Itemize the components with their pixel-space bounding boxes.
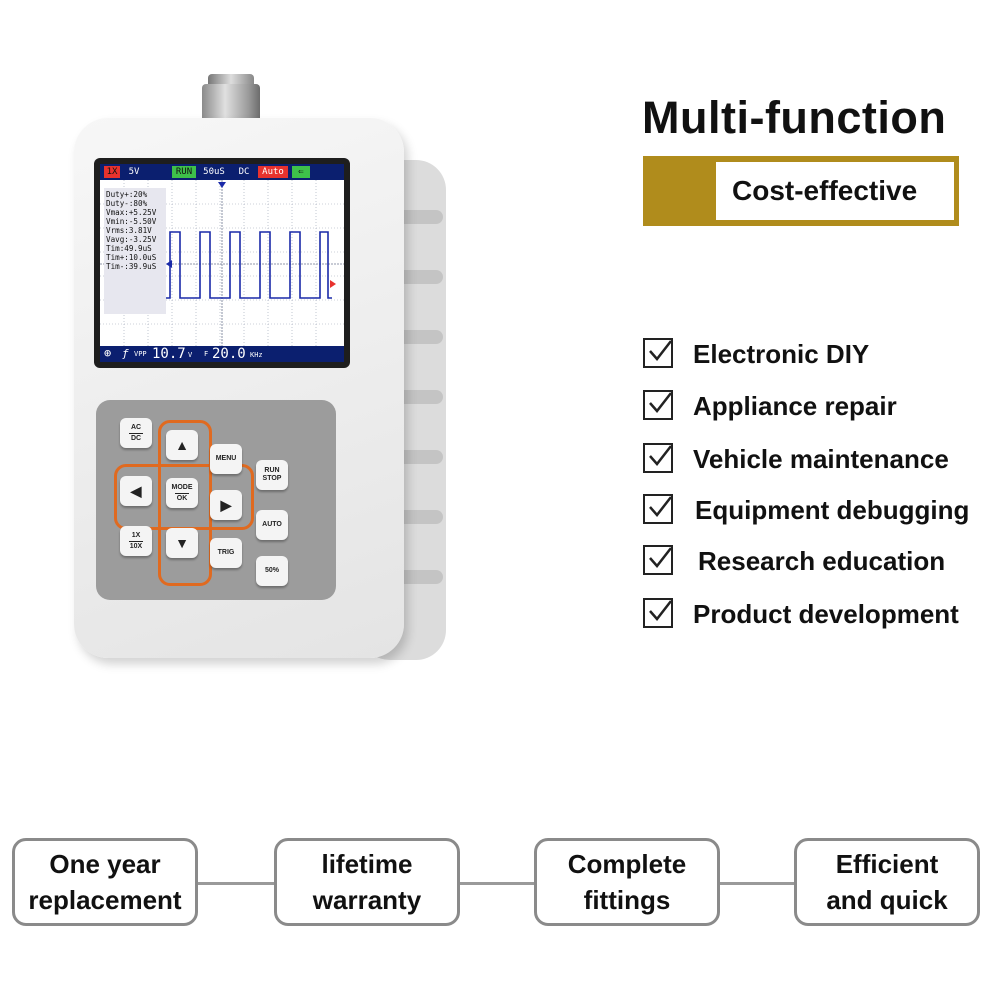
right-button[interactable]: ▶	[210, 490, 242, 520]
coupling-badge: DC	[238, 167, 250, 177]
run-state-badge: RUN	[172, 166, 196, 178]
feature-label: Equipment debugging	[695, 495, 970, 525]
vpp-value: 10.7	[152, 346, 186, 362]
benefit-box: Efficient and quick	[794, 838, 980, 926]
measurement-line: Tim:49.9uS	[106, 244, 152, 253]
connector-line	[720, 882, 794, 885]
vpp-unit: V	[188, 351, 193, 359]
trig-button[interactable]: TRIG	[210, 538, 242, 568]
subheadline-box	[716, 162, 954, 220]
checkbox-icon	[643, 598, 673, 628]
down-button[interactable]: ▼	[166, 528, 198, 558]
volts-div-badge: 5V	[128, 167, 140, 177]
freq-value: 20.0	[212, 346, 246, 362]
measurement-line: Vmin:-5.50V	[106, 217, 157, 226]
probe-1x-10x-button[interactable]: 1X 10X	[120, 526, 152, 556]
measurement-line: Duty+:20%	[106, 190, 148, 199]
feature-label: Electronic DIY	[693, 339, 870, 369]
key-label: OK	[176, 494, 188, 502]
key-label: 50%	[264, 567, 279, 574]
checkbox-icon	[643, 545, 673, 575]
up-arrow-icon: ▲	[175, 437, 189, 453]
benefit-line: warranty	[312, 885, 422, 915]
benefit-line: lifetime	[321, 849, 413, 879]
key-label: AUTO	[262, 521, 282, 528]
fifty-percent-button[interactable]: 50%	[256, 556, 288, 586]
key-label: 10X	[129, 542, 143, 550]
benefit-line: replacement	[28, 885, 182, 915]
key-label: MENU	[215, 455, 237, 462]
right-arrow-icon: ▶	[220, 497, 232, 513]
time-div-badge: 50uS	[203, 167, 225, 177]
measurement-line: Vavg:-3.25V	[106, 235, 157, 244]
crosshair-icon: ⊕	[104, 346, 112, 360]
lcd-screen: 1X 5V RUN 50uS DC Auto ⇐	[100, 164, 344, 362]
trigger-mode-badge: Auto	[258, 166, 288, 178]
freq-unit: KHz	[250, 351, 263, 359]
ac-dc-button[interactable]: AC DC	[120, 418, 152, 448]
checkbox-icon	[643, 443, 673, 473]
checkbox-icon	[643, 338, 673, 368]
feature-label: Research education	[698, 546, 946, 576]
probe-badge: 1X	[104, 166, 120, 178]
lcd-status-bar: 1X 5V RUN 50uS DC Auto ⇐	[100, 164, 344, 180]
key-label: TRIG	[217, 549, 235, 556]
oscilloscope-device: 1X 5V RUN 50uS DC Auto ⇐	[60, 70, 450, 660]
up-button[interactable]: ▲	[166, 430, 198, 460]
vpp-label: VPP	[134, 350, 147, 358]
left-button[interactable]: ◀	[120, 476, 152, 506]
measurement-line: Tim-:39.9uS	[106, 262, 157, 271]
measurement-line: Vrms:3.81V	[106, 226, 152, 235]
key-label: RUN	[264, 467, 280, 474]
connector-line	[460, 882, 534, 885]
down-arrow-icon: ▼	[175, 535, 189, 551]
feature-label: Vehicle maintenance	[693, 444, 949, 474]
freq-label: F	[204, 350, 209, 358]
benefit-box: lifetime warranty	[274, 838, 460, 926]
key-label: 1X	[131, 531, 141, 539]
benefit-line: Complete	[567, 849, 687, 879]
mode-ok-button[interactable]: MODE OK	[166, 478, 198, 508]
benefit-line: and quick	[826, 885, 948, 915]
left-arrow-icon: ◀	[130, 483, 142, 499]
measurement-panel: Duty+:20% Duty-:80% Vmax:+5.25V Vmin:-5.…	[104, 188, 166, 314]
lcd-readout-bar: ⊕ ƒ VPP 10.7 V F 20.0 KHz	[100, 346, 344, 362]
key-label: AC	[130, 423, 142, 431]
measurement-line: Duty-:80%	[106, 199, 148, 208]
benefit-line: One year	[49, 849, 161, 879]
checkbox-icon	[643, 390, 673, 420]
feature-label: Appliance repair	[693, 391, 897, 421]
key-label: STOP	[262, 475, 282, 482]
connector-line	[198, 882, 274, 885]
headline: Multi-function	[642, 92, 947, 143]
subheadline: Cost-effective	[732, 175, 918, 206]
back-arrow-icon: ⇐	[292, 166, 310, 178]
benefit-box: One year replacement	[12, 838, 198, 926]
key-label: DC	[130, 434, 142, 442]
run-stop-button[interactable]: RUN STOP	[256, 460, 288, 490]
benefit-box: Complete fittings	[534, 838, 720, 926]
benefit-line: fittings	[583, 885, 671, 915]
menu-button[interactable]: MENU	[210, 444, 242, 474]
measurement-line: Tim+:10.0uS	[106, 253, 157, 262]
checkbox-icon	[643, 494, 673, 524]
key-label: MODE	[171, 483, 193, 491]
benefit-line: Efficient	[835, 849, 939, 879]
feature-label: Product development	[693, 599, 959, 629]
auto-button[interactable]: AUTO	[256, 510, 288, 540]
measurement-line: Vmax:+5.25V	[106, 208, 157, 217]
keypad: AC DC ▲ MENU RUN STOP ◀ MODE OK ▶ AUTO 1…	[96, 400, 336, 600]
function-icon: ƒ	[122, 347, 129, 360]
